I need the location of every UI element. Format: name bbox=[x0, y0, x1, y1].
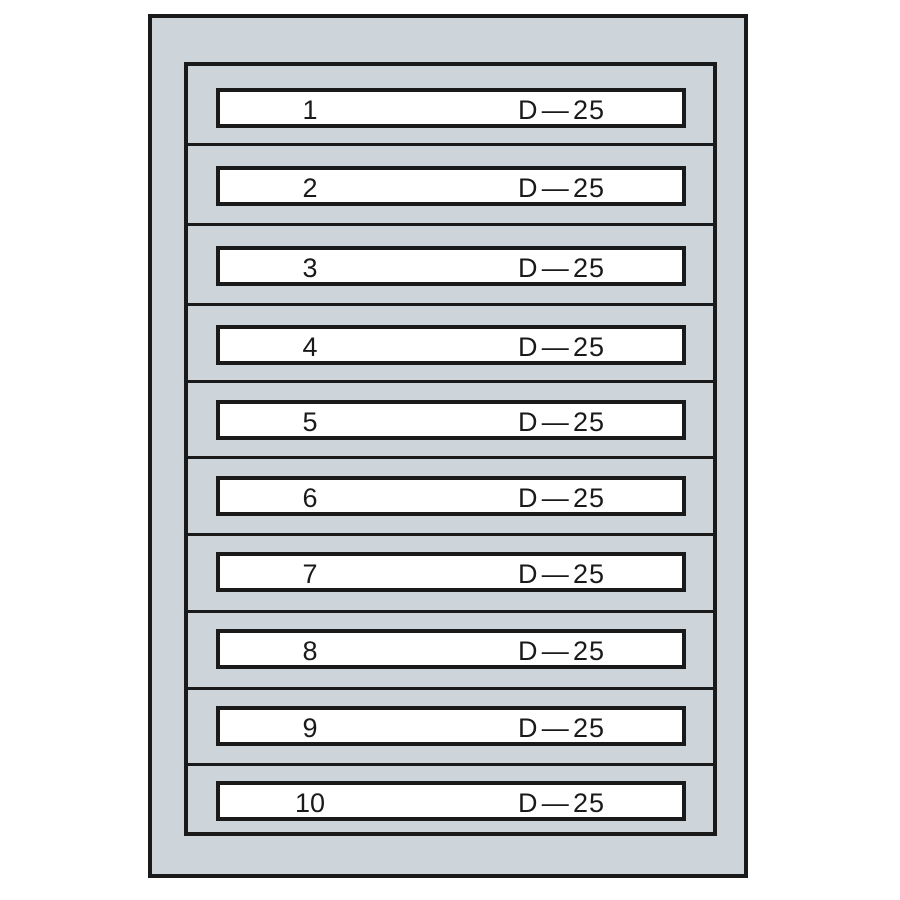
drawer-code: D — 25 bbox=[518, 483, 606, 513]
drawer-number: 6 bbox=[302, 483, 318, 513]
drawer-code: D — 25 bbox=[518, 788, 606, 818]
drawer-number: 5 bbox=[302, 407, 318, 437]
drawer-code: D — 25 bbox=[518, 713, 606, 743]
drawer-label-card: 2 D — 25 bbox=[216, 166, 686, 206]
drawer[interactable]: 2 D — 25 bbox=[188, 146, 713, 226]
drawer-number: 3 bbox=[302, 253, 318, 283]
drawer-number: 4 bbox=[302, 332, 318, 362]
drawer-code: D — 25 bbox=[518, 559, 606, 589]
drawer[interactable]: 10 D — 25 bbox=[188, 766, 713, 832]
drawer-label-card: 5 D — 25 bbox=[216, 400, 686, 440]
drawer-number: 1 bbox=[302, 95, 318, 125]
drawer-label-card: 7 D — 25 bbox=[216, 552, 686, 592]
drawer[interactable]: 1 D — 25 bbox=[188, 66, 713, 146]
drawer[interactable]: 8 D — 25 bbox=[188, 613, 713, 690]
drawer-stack: 1 D — 25 2 D — 25 3 D — 25 4 D — 25 bbox=[184, 62, 717, 836]
drawer-label-card: 3 D — 25 bbox=[216, 246, 686, 286]
drawer[interactable]: 6 D — 25 bbox=[188, 459, 713, 536]
drawer-code: D — 25 bbox=[518, 95, 606, 125]
drawer-label-card: 8 D — 25 bbox=[216, 629, 686, 669]
drawer-label-card: 1 D — 25 bbox=[216, 88, 686, 128]
drawer-label-card: 10 D — 25 bbox=[216, 781, 686, 821]
drawer[interactable]: 5 D — 25 bbox=[188, 383, 713, 459]
drawer-code: D — 25 bbox=[518, 332, 606, 362]
drawer-code: D — 25 bbox=[518, 407, 606, 437]
drawer-number: 2 bbox=[302, 173, 318, 203]
drawer-label-card: 4 D — 25 bbox=[216, 325, 686, 365]
drawer[interactable]: 3 D — 25 bbox=[188, 226, 713, 306]
drawer-number: 9 bbox=[302, 713, 318, 743]
drawer-number: 7 bbox=[302, 559, 318, 589]
drawer-label-card: 9 D — 25 bbox=[216, 706, 686, 746]
drawer-code: D — 25 bbox=[518, 173, 606, 203]
drawer-label-card: 6 D — 25 bbox=[216, 476, 686, 516]
drawer[interactable]: 4 D — 25 bbox=[188, 306, 713, 383]
drawer[interactable]: 7 D — 25 bbox=[188, 536, 713, 613]
drawer-code: D — 25 bbox=[518, 253, 606, 283]
drawer-number: 8 bbox=[302, 636, 318, 666]
drawer-code: D — 25 bbox=[518, 636, 606, 666]
drawer-number: 10 bbox=[294, 788, 326, 818]
drawer[interactable]: 9 D — 25 bbox=[188, 690, 713, 766]
